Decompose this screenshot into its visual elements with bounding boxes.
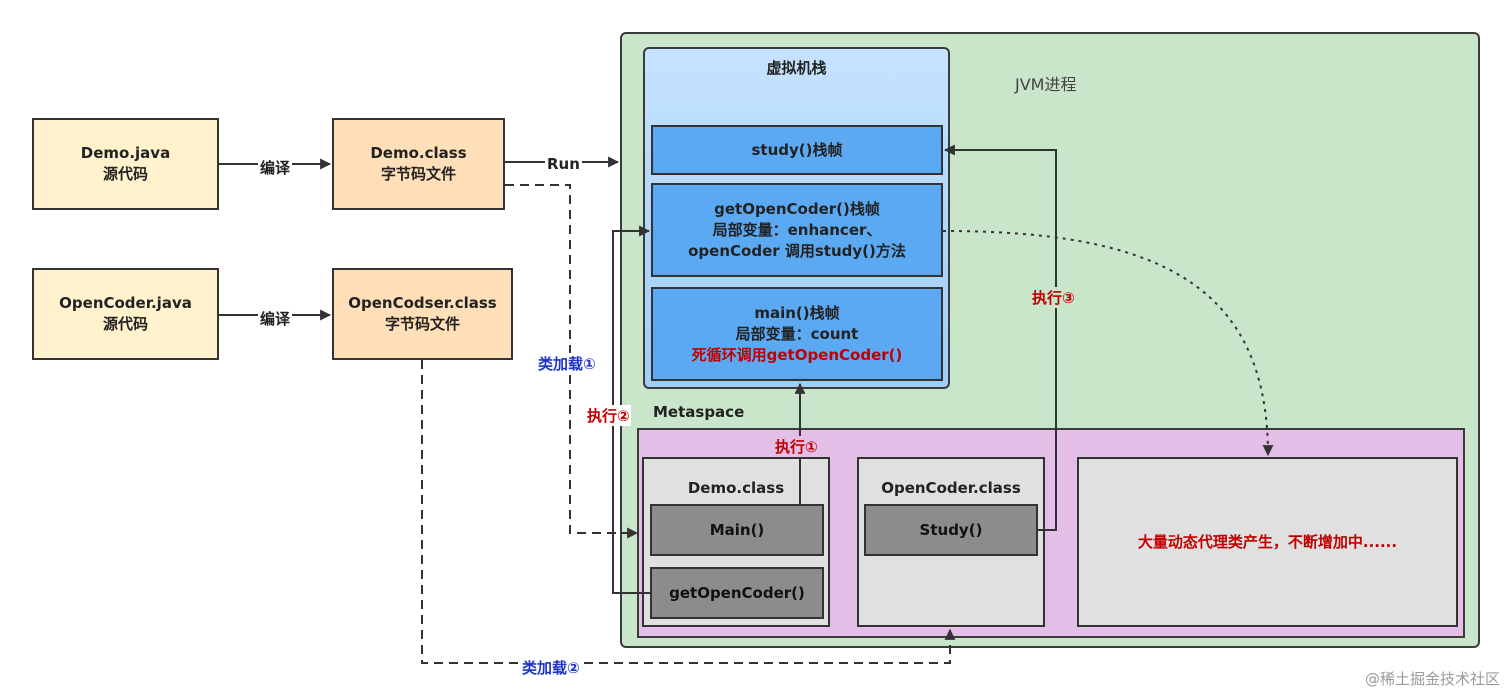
exec-3-arrow xyxy=(943,144,1057,531)
metaspace-demo-class-title: Demo.class xyxy=(687,479,785,497)
method-main-label: Main() xyxy=(709,520,765,539)
metaspace-label: Metaspace xyxy=(653,403,745,421)
demo-class-node: Demo.class 字节码文件 xyxy=(332,118,505,210)
stack-frame-study: study()栈帧 xyxy=(651,125,943,175)
opencodser-class-desc: 字节码文件 xyxy=(384,315,460,333)
vm-stack-title: 虚拟机栈 xyxy=(766,59,827,77)
opencoder-java-node: OpenCoder.java 源代码 xyxy=(32,268,219,360)
classload-1-label: 类加载① xyxy=(537,353,597,374)
method-getopencoder-label: getOpenCoder() xyxy=(669,583,805,602)
frame-line: openCoder 调用study()方法 xyxy=(688,241,906,260)
classload-2-arrow xyxy=(421,360,956,664)
method-study: Study() xyxy=(864,504,1038,556)
stack-frame-getopencoder: getOpenCoder()栈帧 局部变量：enhancer、 openCode… xyxy=(651,183,943,277)
stack-frame-main: main()栈帧 局部变量：count 死循环调用getOpenCoder() xyxy=(651,287,943,381)
frame-line: 局部变量：enhancer、 xyxy=(712,220,882,239)
demo-java-name: Demo.java xyxy=(80,144,171,162)
frame-line: getOpenCoder()栈帧 xyxy=(714,199,880,218)
opencodser-class-name: OpenCodser.class xyxy=(348,294,497,312)
method-main: Main() xyxy=(650,504,824,556)
method-getopencoder: getOpenCoder() xyxy=(650,567,824,619)
run-label: Run xyxy=(545,155,582,173)
metaspace-opencoder-class-title: OpenCoder.class xyxy=(881,479,1021,497)
dynamic-proxy-area: 大量动态代理类产生，不断增加中...... xyxy=(1077,457,1458,627)
classload-1-arrow xyxy=(505,184,639,539)
exec-2-label: 执行② xyxy=(586,405,631,426)
jvm-process-label: JVM进程 xyxy=(1015,75,1077,94)
method-study-label: Study() xyxy=(919,520,983,539)
demo-class-name: Demo.class xyxy=(370,144,467,162)
demo-java-desc: 源代码 xyxy=(102,165,148,183)
frame-highlight-text: 死循环调用getOpenCoder() xyxy=(691,345,903,364)
dynamic-proxy-text: 大量动态代理类产生，不断增加中...... xyxy=(1137,532,1398,551)
opencoder-java-name: OpenCoder.java xyxy=(59,294,192,312)
exec-1-label: 执行① xyxy=(774,436,819,457)
frame-line: 局部变量：count xyxy=(735,324,859,343)
classload-2-label: 类加载② xyxy=(520,657,582,678)
compile-label-1: 编译 xyxy=(258,157,293,178)
watermark: @稀土掘金技术社区 xyxy=(1364,670,1500,688)
demo-class-desc: 字节码文件 xyxy=(380,165,456,183)
opencoder-java-desc: 源代码 xyxy=(102,315,148,333)
exec-3-label: 执行③ xyxy=(1031,287,1076,308)
frame-line: study()栈帧 xyxy=(751,140,843,159)
proxy-generation-arrow xyxy=(942,230,1274,457)
frame-line: main()栈帧 xyxy=(754,303,840,322)
compile-label-2: 编译 xyxy=(258,308,293,329)
demo-java-node: Demo.java 源代码 xyxy=(32,118,219,210)
opencodser-class-node: OpenCodser.class 字节码文件 xyxy=(332,268,513,360)
